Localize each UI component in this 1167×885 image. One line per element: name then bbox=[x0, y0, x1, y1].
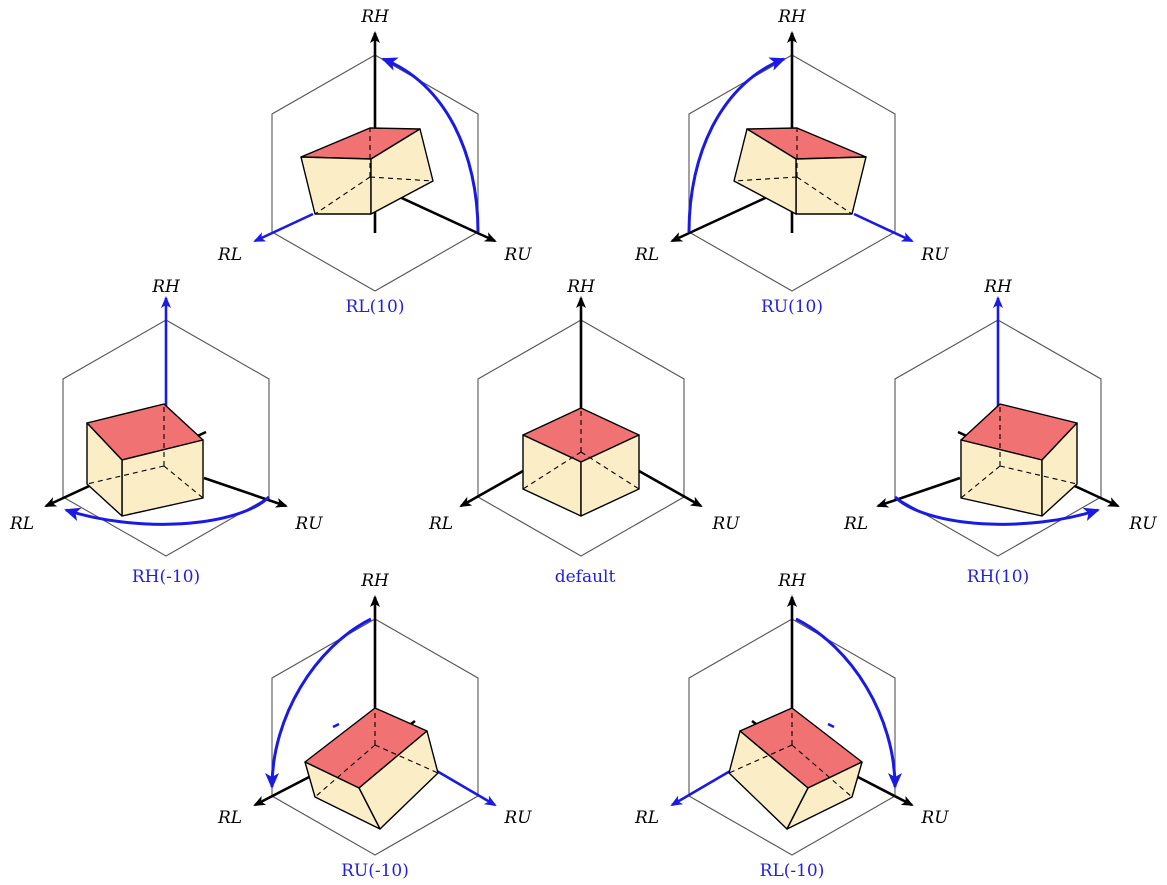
axis-hidden-stub bbox=[332, 722, 340, 729]
hexagon-frame bbox=[894, 319, 1102, 557]
axis-ru bbox=[203, 476, 288, 508]
label-rh: RH bbox=[360, 7, 390, 27]
label-ru: RU bbox=[1128, 514, 1157, 534]
panel-caption: RU(10) bbox=[761, 297, 823, 317]
hidden-edges bbox=[314, 708, 439, 798]
cube-front-face bbox=[300, 156, 372, 215]
rotation-arc bbox=[687, 57, 786, 233]
cube bbox=[300, 127, 434, 215]
rotation-arc bbox=[381, 57, 480, 233]
hexagon-frame bbox=[271, 54, 479, 292]
label-rl: RL bbox=[843, 514, 868, 534]
label-rh: RH bbox=[360, 571, 390, 591]
hidden-edges bbox=[733, 128, 853, 215]
hexagon-frame bbox=[688, 618, 896, 856]
cube bbox=[733, 127, 867, 215]
hexagon-frame bbox=[271, 618, 479, 856]
hidden-edges bbox=[728, 708, 853, 798]
axis-ru bbox=[853, 773, 914, 807]
axis-hidden-stub bbox=[827, 722, 835, 729]
panel-caption: RL(-10) bbox=[760, 861, 825, 881]
label-rl: RL bbox=[217, 808, 242, 828]
rotation-arc bbox=[265, 617, 372, 789]
label-ru: RU bbox=[711, 514, 740, 534]
axis-rl bbox=[670, 765, 738, 807]
label-rh: RH bbox=[566, 277, 596, 297]
cube bbox=[522, 407, 640, 517]
panel-ru-10: RH RL RU RU(10) bbox=[634, 7, 949, 317]
axis-rl bbox=[253, 212, 314, 243]
label-rl: RL bbox=[634, 808, 659, 828]
panel-rl-10: RH RL RU RL(10) bbox=[217, 7, 532, 317]
panel-rl-minus-10: RH RL RU RL(-10) bbox=[634, 571, 949, 881]
label-rl: RL bbox=[428, 514, 453, 534]
cube-side-face bbox=[733, 128, 797, 215]
panel-rh-minus-10: RH RL RU RH(-10) bbox=[9, 277, 323, 587]
hidden-edges bbox=[86, 404, 204, 499]
panel-caption: default bbox=[555, 567, 616, 587]
rotation-arc bbox=[64, 495, 271, 526]
label-ru: RU bbox=[920, 808, 949, 828]
hexagon-frame bbox=[477, 319, 685, 557]
panel-default: RH RL RU default bbox=[428, 277, 740, 587]
label-ru: RU bbox=[294, 514, 323, 534]
label-rh: RH bbox=[983, 277, 1013, 297]
label-rh: RH bbox=[777, 7, 807, 27]
hidden-edges bbox=[522, 408, 640, 490]
label-rh: RH bbox=[777, 571, 807, 591]
label-ru: RU bbox=[920, 245, 949, 265]
cube-side-face bbox=[86, 422, 123, 517]
axis-ru bbox=[429, 765, 497, 807]
cube-side-face bbox=[580, 434, 640, 517]
panel-caption: RU(-10) bbox=[341, 861, 409, 881]
axis-ru bbox=[638, 469, 703, 508]
cube bbox=[304, 707, 439, 830]
hexagon-frame bbox=[688, 54, 896, 292]
rotation-arc bbox=[795, 617, 902, 789]
hidden-edges bbox=[960, 404, 1078, 499]
axis-rl bbox=[253, 773, 314, 807]
label-rl: RL bbox=[9, 514, 34, 534]
panel-caption: RL(10) bbox=[346, 297, 405, 317]
axis-rl bbox=[876, 476, 961, 508]
cube bbox=[86, 403, 204, 517]
hexagon-frame bbox=[62, 319, 270, 557]
cube bbox=[960, 403, 1078, 517]
cube-front-face bbox=[795, 156, 867, 215]
label-rh: RH bbox=[151, 277, 181, 297]
label-ru: RU bbox=[503, 808, 532, 828]
cube bbox=[728, 707, 863, 830]
panel-rh-10: RH RL RU RH(10) bbox=[843, 277, 1157, 587]
panel-ru-minus-10: RH RL RU RU(-10) bbox=[217, 571, 532, 881]
label-rl: RL bbox=[217, 245, 242, 265]
cube-side-face bbox=[1041, 422, 1078, 517]
cube-side-face bbox=[370, 128, 434, 215]
panel-caption: RH(10) bbox=[967, 567, 1030, 587]
hidden-edges bbox=[314, 128, 434, 215]
axis-ru bbox=[853, 212, 914, 243]
panel-caption: RH(-10) bbox=[132, 567, 200, 587]
cube-side-face bbox=[304, 761, 381, 830]
label-ru: RU bbox=[503, 245, 532, 265]
label-rl: RL bbox=[634, 245, 659, 265]
rotation-arc bbox=[893, 495, 1100, 526]
cube-side-face bbox=[786, 761, 863, 830]
axis-rl bbox=[459, 469, 524, 508]
